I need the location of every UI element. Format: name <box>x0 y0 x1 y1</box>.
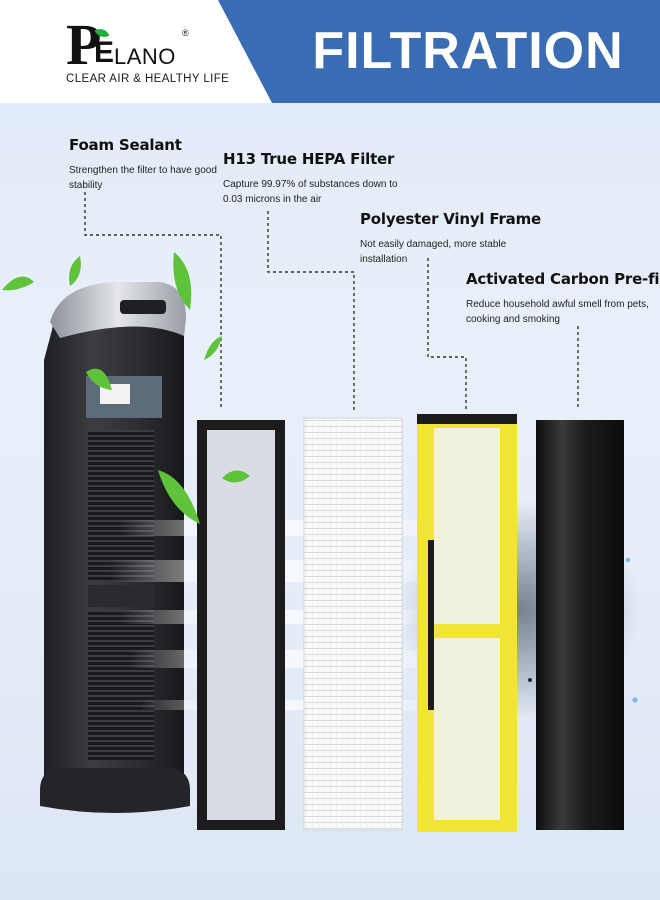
leader-hepa <box>267 211 355 410</box>
brand-logo: P E LANO ® <box>66 12 236 77</box>
hepa-filter <box>303 417 403 831</box>
callout-vinyl-frame: Polyester Vinyl Frame Not easily damaged… <box>360 210 542 267</box>
brand-tagline: CLEAR AIR & HEALTHY LIFE <box>66 73 230 85</box>
logo-panel: P E LANO ® CLEAR AIR & HEALTHY LIFE <box>0 0 272 103</box>
logo-letter-e: E <box>94 36 115 69</box>
logo-letter-p: P <box>66 12 102 77</box>
foam-sealant-filter <box>197 420 285 830</box>
callout-carbon-prefilter: Activated Carbon Pre-filter Reduce house… <box>466 270 660 327</box>
callout-foam-sealant: Foam Sealant Strengthen the filter to ha… <box>69 136 229 193</box>
polyester-vinyl-frame <box>417 414 517 832</box>
callout-description: Strengthen the filter to have good stabi… <box>69 165 217 191</box>
air-purifier <box>40 282 190 813</box>
callout-title: Activated Carbon Pre-filter <box>466 270 660 288</box>
leader-foam <box>84 192 222 410</box>
callout-description: Reduce household awful smell from pets, … <box>466 299 649 325</box>
callout-title: H13 True HEPA Filter <box>223 150 395 168</box>
callout-title: Polyester Vinyl Frame <box>360 210 542 228</box>
page-title: FILTRATION <box>312 22 624 80</box>
callout-description: Not easily damaged, more stable installa… <box>360 239 507 265</box>
callout-hepa-filter: H13 True HEPA Filter Capture 99.97% of s… <box>223 150 413 207</box>
callout-title: Foam Sealant <box>69 136 182 154</box>
callout-description: Capture 99.97% of substances down to 0.0… <box>223 179 398 205</box>
leaf-decorations <box>2 252 250 524</box>
registered-mark: ® <box>182 28 189 38</box>
logo-wordmark: LANO <box>114 44 176 69</box>
activated-carbon-prefilter <box>536 420 624 830</box>
leader-frame <box>427 258 467 410</box>
